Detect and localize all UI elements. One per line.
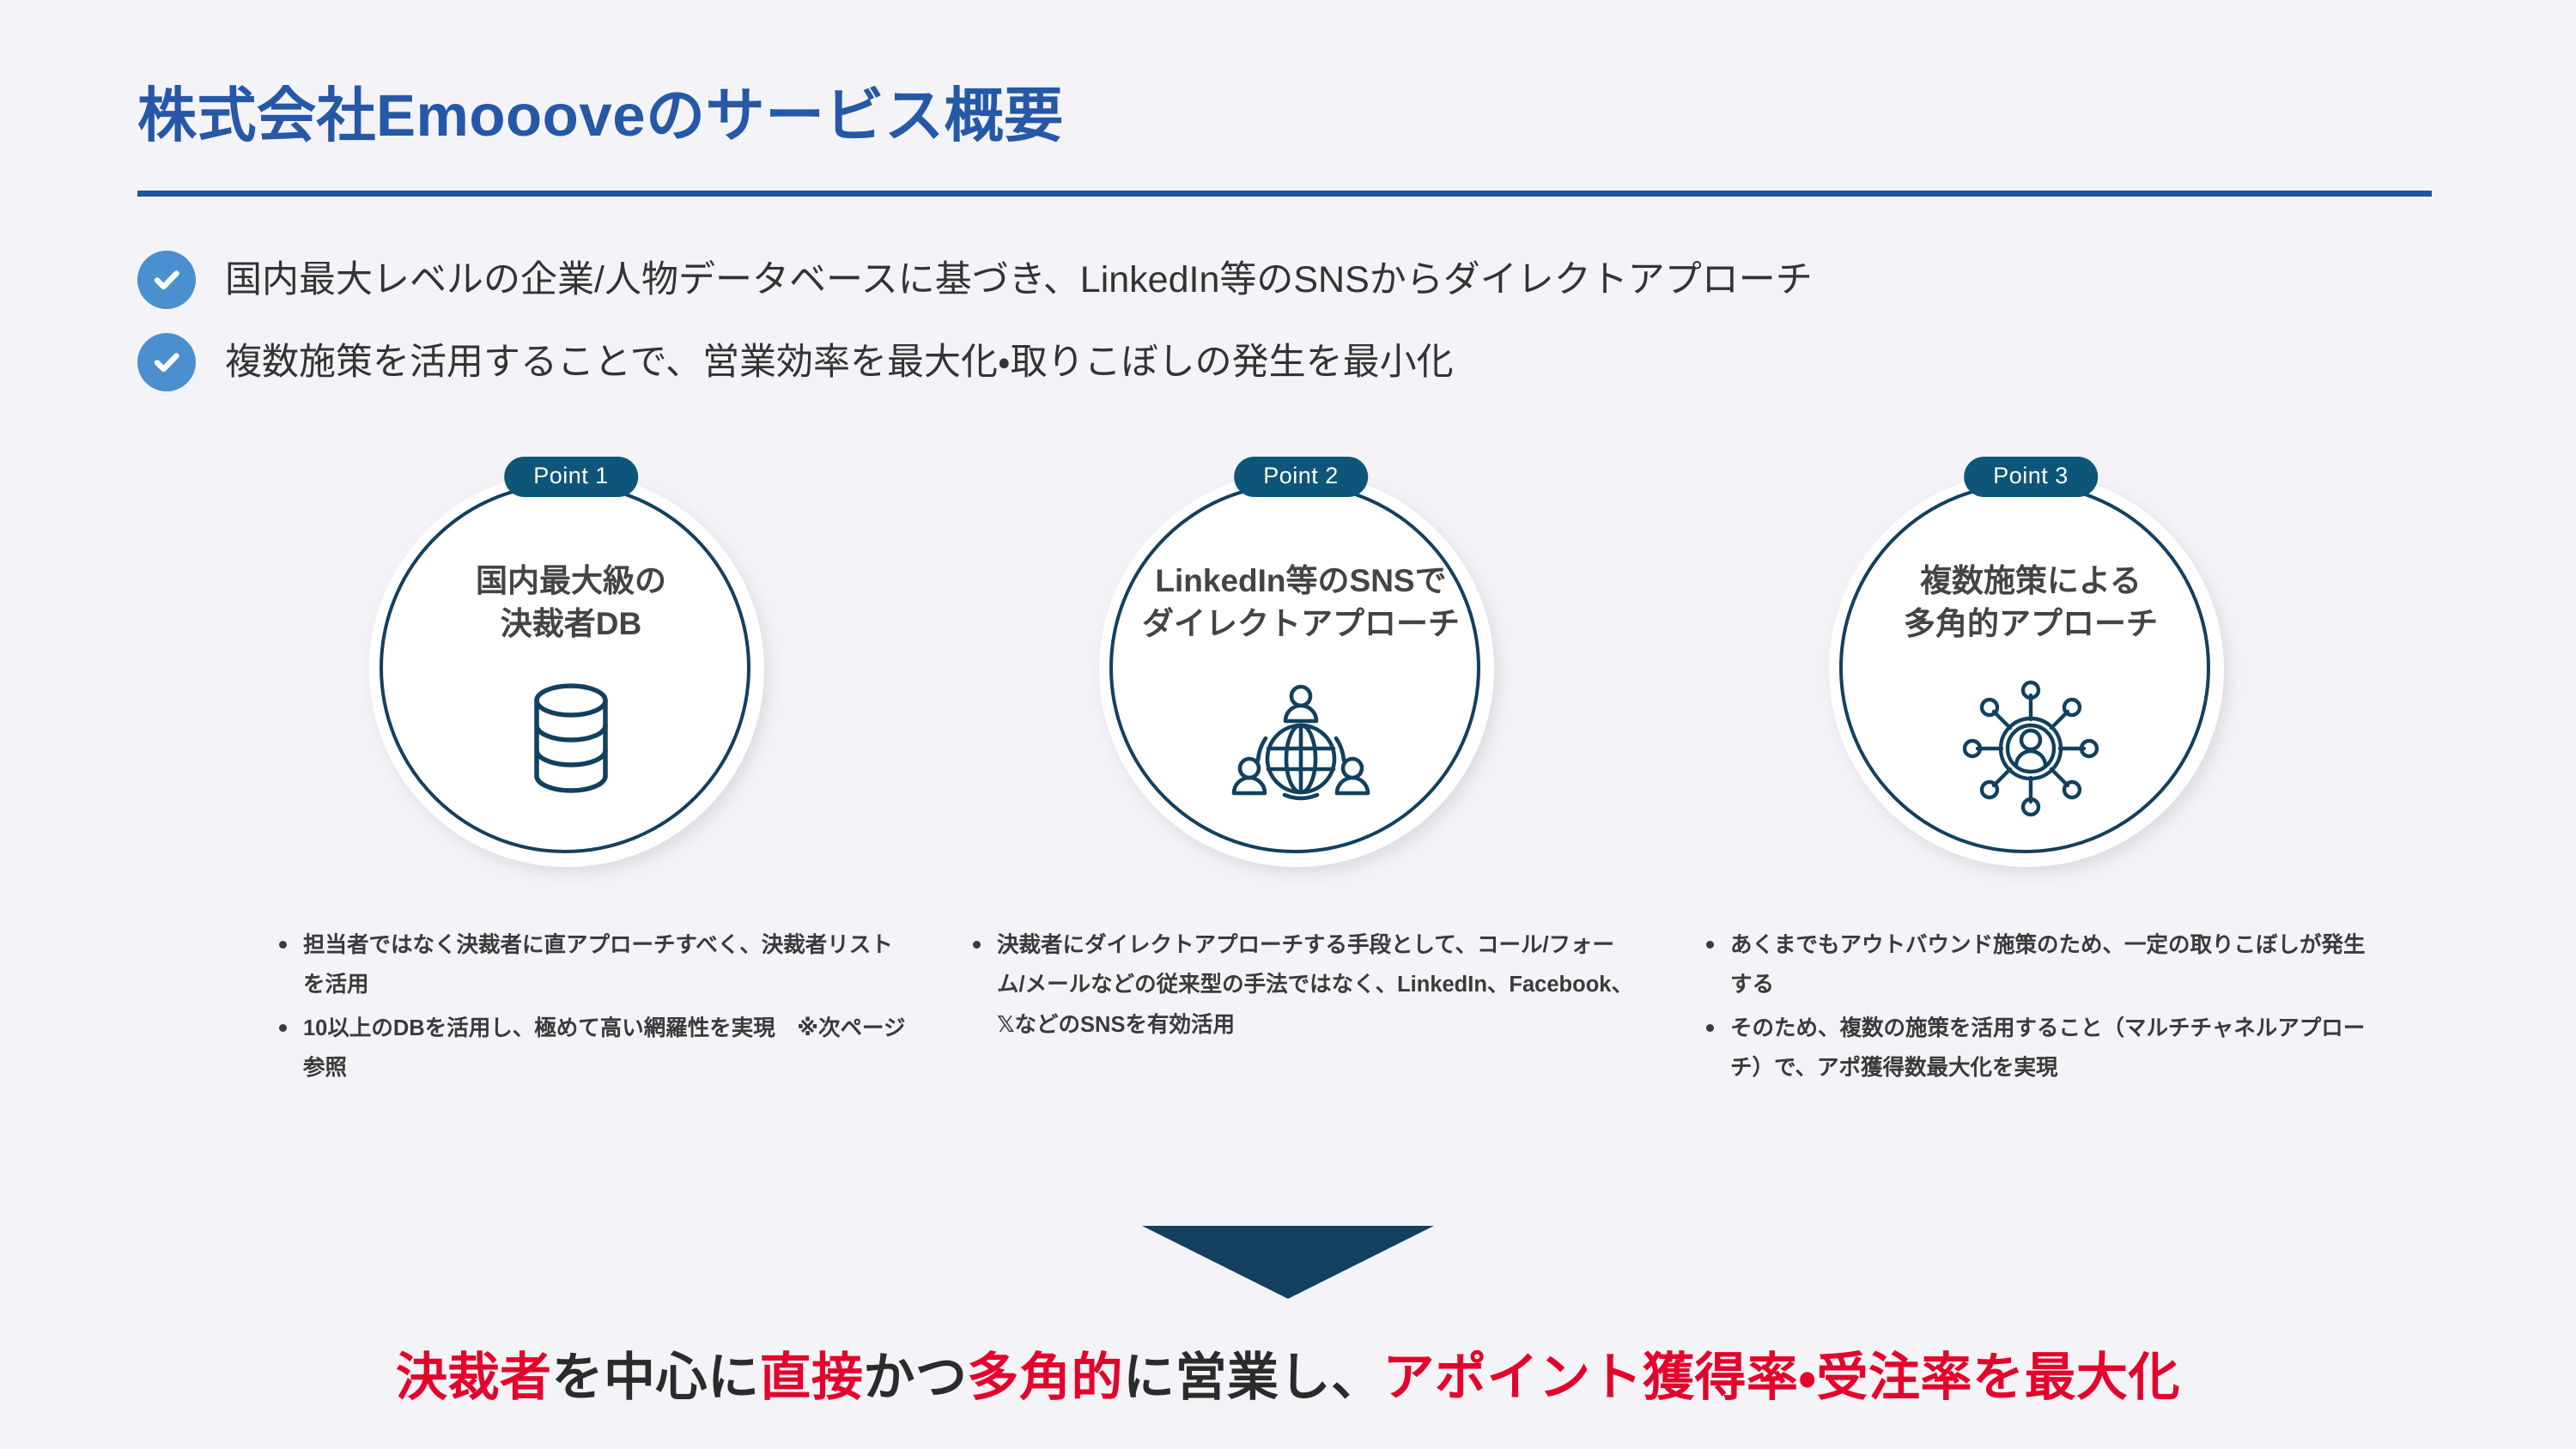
- point-heading-1: 国内最大級の 決裁者DB: [369, 560, 773, 645]
- point-heading-line2: ダイレクトアプローチ: [1142, 605, 1460, 641]
- conclusion-highlight: 決裁者: [396, 1349, 552, 1406]
- point-badge-2: Point 2: [1234, 457, 1368, 497]
- hub-network-person-icon: [1962, 680, 2099, 817]
- point-heading-line1: 複数施策による: [1920, 563, 2142, 598]
- list-item: 担当者ではなく決裁者に直アプローチすべく、決裁者リストを活用: [279, 925, 911, 1005]
- conclusion-highlight: 直接: [759, 1349, 864, 1406]
- lead-point-row: 複数施策を活用することで、営業効率を最大化・取りこぼしの発生を最小化: [137, 321, 2456, 403]
- list-item: 決裁者にダイレクトアプローチする手段として、コール/フォーム/メールなどの従来型…: [973, 925, 1641, 1045]
- point-circle-2: Point 2 LinkedIn等のSNSで ダイレクトアプローチ: [1099, 457, 1503, 867]
- point-column-1: Point 1 国内最大級の 決裁者DB: [210, 457, 932, 1092]
- title-divider: [137, 191, 2432, 197]
- check-circle-icon: [137, 333, 196, 391]
- point-heading-line2: 多角的アプローチ: [1904, 605, 2158, 641]
- points-row: Point 1 国内最大級の 決裁者DB: [0, 457, 2576, 1092]
- page-title: 株式会社Emoooveのサービス概要: [137, 82, 1064, 149]
- list-item: そのため、複数の施策を活用すること（マルチチャネルアプローチ）で、アポ獲得数最大…: [1706, 1009, 2371, 1088]
- globe-network-people-icon: [1228, 680, 1374, 809]
- point-heading-2: LinkedIn等のSNSで ダイレクトアプローチ: [1099, 560, 1503, 645]
- conclusion-plain: かつ: [863, 1349, 968, 1406]
- point-circle-1: Point 1 国内最大級の 決裁者DB: [369, 457, 773, 867]
- point-badge-3: Point 3: [1964, 457, 2098, 497]
- lead-point-text: 複数施策を活用することで、営業効率を最大化・取りこぼしの発生を最小化: [225, 341, 1454, 383]
- lead-point-text: 国内最大レベルの企業/人物データベースに基づき、LinkedIn等のSNSからダ…: [225, 258, 1813, 300]
- conclusion-plain: を中心に: [551, 1349, 760, 1406]
- list-item: あくまでもアウトバウンド施策のため、一定の取りこぼしが発生する: [1706, 925, 2371, 1005]
- lead-point-row: 国内最大レベルの企業/人物データベースに基づき、LinkedIn等のSNSからダ…: [137, 239, 2456, 321]
- check-circle-icon: [137, 251, 196, 309]
- point-heading-line1: LinkedIn等のSNSで: [1155, 563, 1447, 598]
- point-notes-3: あくまでもアウトバウンド施策のため、一定の取りこぼしが発生する そのため、複数の…: [1670, 925, 2391, 1088]
- down-triangle-arrow-icon: [1142, 1226, 1434, 1299]
- point-circle-3: Point 3 複数施策による 多角的アプローチ: [1829, 457, 2233, 867]
- point-heading-line1: 国内最大級の: [476, 563, 666, 598]
- conclusion-highlight: アポイント獲得率・受注率を最大化: [1382, 1349, 2180, 1406]
- conclusion-statement: 決裁者を中心に直接かつ多角的に営業し、アポイント獲得率・受注率を最大化: [0, 1336, 2576, 1410]
- database-cylinder-icon: [519, 680, 623, 800]
- lead-points-list: 国内最大レベルの企業/人物データベースに基づき、LinkedIn等のSNSからダ…: [137, 239, 2456, 403]
- point-column-3: Point 3 複数施策による 多角的アプローチ: [1670, 457, 2391, 1092]
- point-notes-2: 決裁者にダイレクトアプローチする手段として、コール/フォーム/メールなどの従来型…: [940, 925, 1662, 1045]
- conclusion-highlight: 多角的: [967, 1349, 1124, 1406]
- conclusion-plain: に営業し、: [1123, 1349, 1383, 1406]
- point-heading-line2: 決裁者DB: [500, 605, 642, 641]
- list-item: 10以上のDBを活用し、極めて高い網羅性を実現 ※次ページ参照: [279, 1009, 911, 1088]
- point-badge-1: Point 1: [504, 457, 638, 497]
- point-column-2: Point 2 LinkedIn等のSNSで ダイレクトアプローチ: [940, 457, 1662, 1092]
- point-heading-3: 複数施策による 多角的アプローチ: [1829, 560, 2233, 645]
- point-notes-1: 担当者ではなく決裁者に直アプローチすべく、決裁者リストを活用 10以上のDBを活…: [210, 925, 932, 1088]
